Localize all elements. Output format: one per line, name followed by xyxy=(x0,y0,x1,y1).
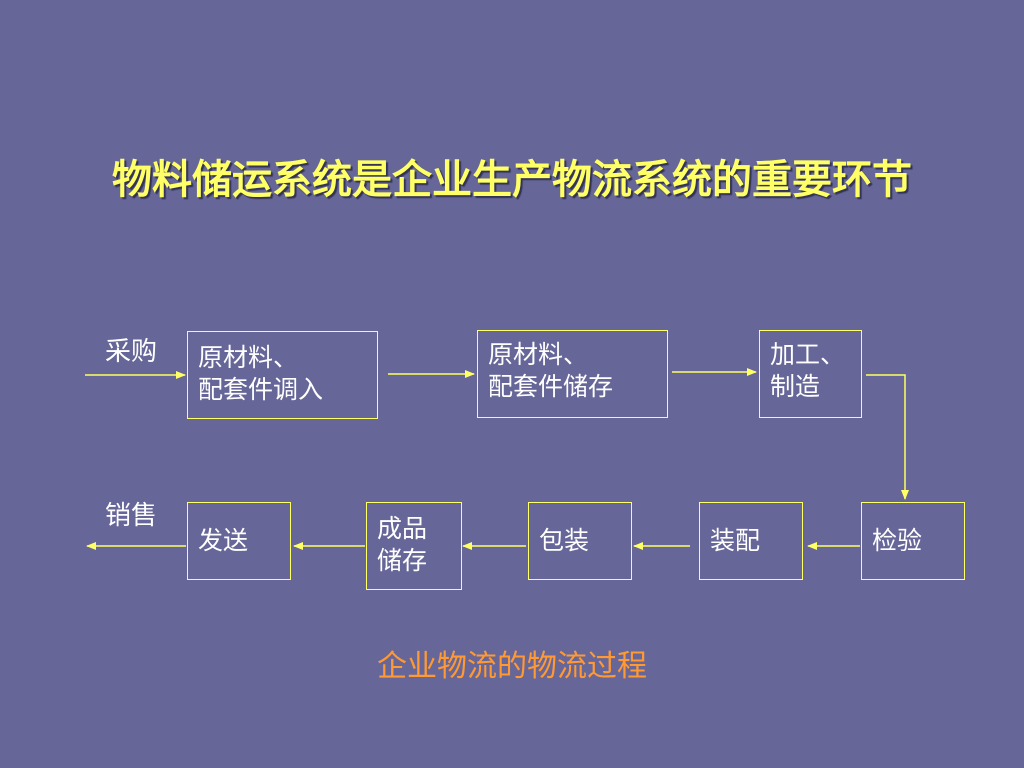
flow-box-text-line: 原材料、 xyxy=(198,343,299,372)
flow-box-text-line: 加工、 xyxy=(770,340,846,369)
flow-box-text-line: 配套件调入 xyxy=(198,375,324,404)
flow-box-raw-material-storage: 原材料、 配套件储存 xyxy=(477,330,668,418)
flow-box-assembly: 装配 xyxy=(699,502,803,580)
flow-box-raw-material-intake: 原材料、 配套件调入 xyxy=(187,331,378,419)
diagram-caption: 企业物流的物流过程 xyxy=(377,649,647,684)
flow-box-inspection: 检验 xyxy=(861,502,965,580)
flow-box-text: 包装 xyxy=(539,526,590,555)
flow-box-text-line: 制造 xyxy=(770,372,821,401)
flow-box-text-line: 成品 xyxy=(377,514,428,543)
flow-box-packaging: 包装 xyxy=(528,502,632,580)
flow-box-finished-storage: 成品 储存 xyxy=(366,502,462,590)
page-title: 物料储运系统是企业生产物流系统的重要环节 xyxy=(112,156,912,203)
flow-box-text: 发送 xyxy=(198,526,249,555)
sales-label: 销售 xyxy=(105,501,158,531)
purchase-label: 采购 xyxy=(105,337,158,367)
flow-box-text-line: 储存 xyxy=(377,546,428,575)
flow-box-text-line: 配套件储存 xyxy=(488,372,614,401)
flow-box-text: 装配 xyxy=(710,526,761,555)
flow-box-processing: 加工、 制造 xyxy=(759,330,862,418)
flow-box-text: 检验 xyxy=(872,526,923,555)
flow-box-shipping: 发送 xyxy=(187,502,291,580)
flow-box-text-line: 原材料、 xyxy=(488,340,589,369)
arrow-processing-to-inspection xyxy=(866,374,909,500)
